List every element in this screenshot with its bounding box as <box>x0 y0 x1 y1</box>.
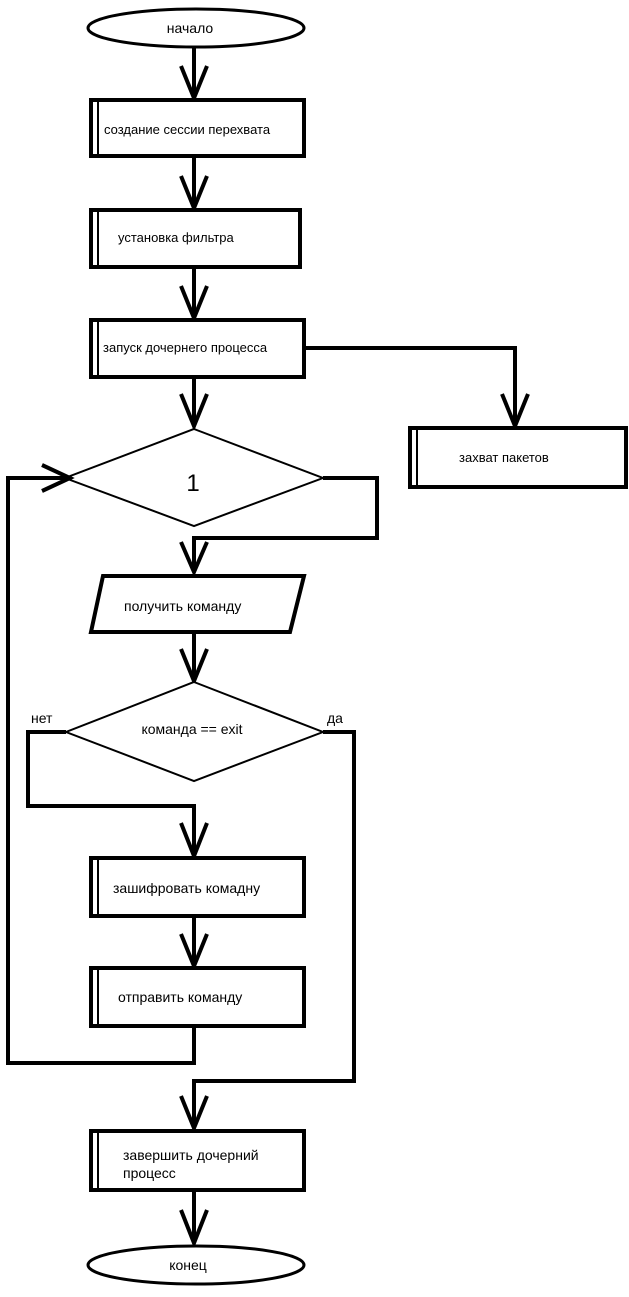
process-capture-packets <box>408 426 628 489</box>
arrow-filter-to-start-child <box>179 269 209 324</box>
check-exit-label: команда == exit <box>141 721 242 737</box>
arrow-start-child-to-loop <box>179 379 209 432</box>
process-encrypt-command <box>89 856 306 918</box>
end-terminator <box>86 1244 306 1286</box>
send-command-label: отправить команду <box>118 989 242 1005</box>
arrow-start-child-to-capture <box>304 346 530 432</box>
process-set-filter <box>89 208 302 269</box>
decision-check-exit <box>63 680 326 783</box>
set-filter-label: установка фильтра <box>118 230 235 245</box>
process-create-session <box>89 98 306 158</box>
encrypt-command-label: зашифровать комадну <box>113 880 260 896</box>
start-child-label: запуск дочернего процесса <box>103 340 268 355</box>
arrow-create-session-to-filter <box>179 158 209 214</box>
finish-child-label-line1: завершить дочерний <box>123 1147 259 1163</box>
capture-packets-label: захват пакетов <box>459 450 549 465</box>
start-label: начало <box>167 20 214 36</box>
arrow-get-command-to-check <box>179 634 209 687</box>
get-command-label: получить команду <box>124 598 241 614</box>
end-label: конец <box>169 1257 207 1273</box>
branch-no-label: нет <box>31 710 53 726</box>
arrow-encrypt-to-send <box>179 918 209 972</box>
process-send-command <box>89 966 306 1028</box>
arrow-loop-back <box>6 463 196 1065</box>
start-terminator <box>86 7 306 49</box>
finish-child-label-line2: процесс <box>123 1165 176 1181</box>
loop-condition-label: 1 <box>186 470 199 497</box>
arrow-start-to-create-session <box>179 48 209 104</box>
branch-yes-label: да <box>327 710 343 726</box>
arrow-yes-to-finish <box>179 730 356 1134</box>
arrow-finish-to-end <box>179 1192 209 1249</box>
decision-loop <box>62 427 326 528</box>
process-finish-child <box>89 1129 306 1192</box>
input-get-command <box>88 574 307 634</box>
create-session-label: создание сессии перехвата <box>104 122 271 137</box>
arrow-loop-to-get-command <box>179 476 379 578</box>
